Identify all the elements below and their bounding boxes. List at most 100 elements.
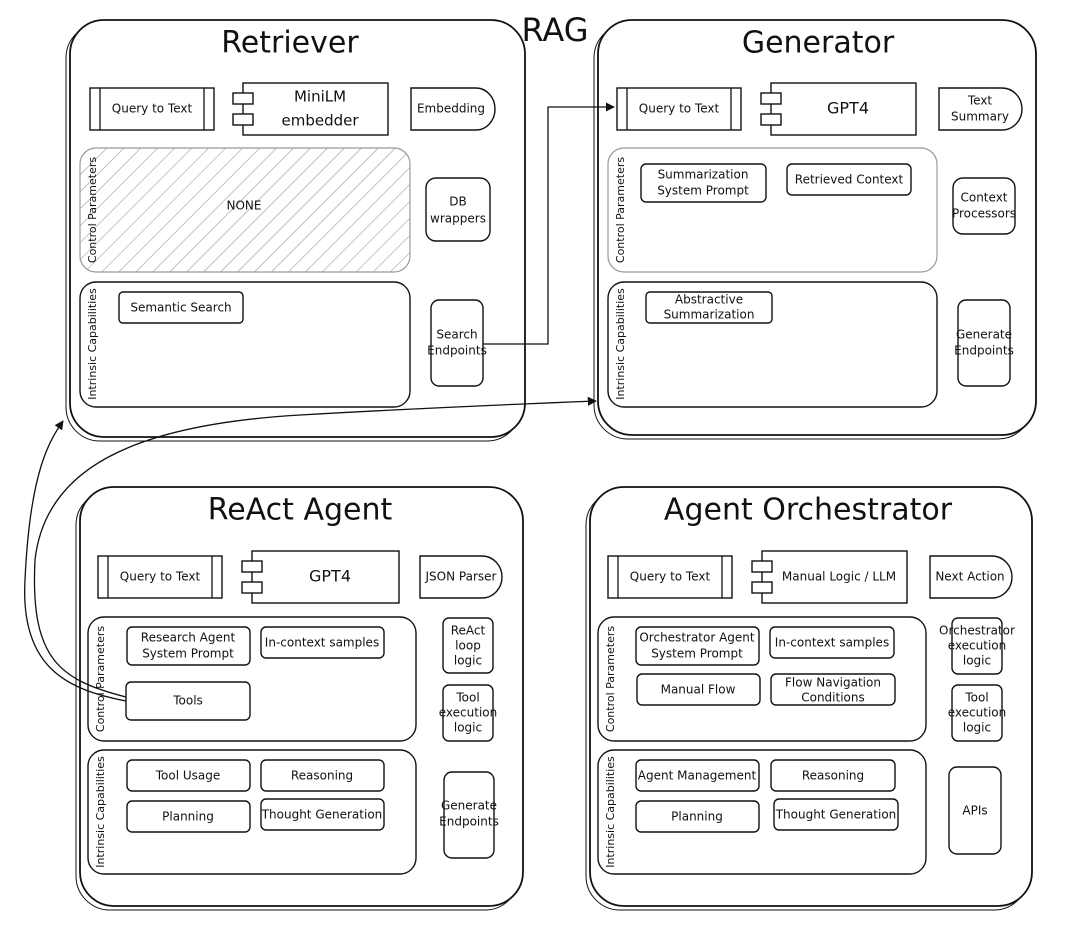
react-cap-planning: Planning <box>162 810 214 824</box>
react-intrinsic-section: Intrinsic Capabilities Tool Usage Reason… <box>87 749 417 875</box>
retriever-intrinsic-label: Intrinsic Capabilities <box>86 288 99 400</box>
orchestrator-exec2-line2: execution <box>948 706 1006 720</box>
react-agent-panel: ReAct Agent Query to Text GPT4 JSON Pars… <box>75 486 524 911</box>
react-prompt-line1: Research Agent <box>141 631 236 645</box>
react-control-label: Control Parameters <box>94 626 107 732</box>
react-input-label: Query to Text <box>120 570 201 584</box>
orchestrator-samples: In-context samples <box>775 636 889 650</box>
search-to-generator-arrow <box>483 102 615 345</box>
retriever-control-label: Control Parameters <box>86 157 99 263</box>
orchestrator-conditions-line1: Flow Navigation <box>785 676 881 690</box>
react-loop-logic: ReAct loop logic <box>442 617 494 674</box>
generator-processors-line1: Context <box>960 191 1007 205</box>
orchestrator-input-box: Query to Text <box>607 555 733 599</box>
react-tools: Tools <box>172 694 203 708</box>
retriever-output-label: Embedding <box>417 102 485 116</box>
generator-context-processors: Context Processors <box>952 177 1016 235</box>
retriever-control-none: NONE <box>227 199 262 213</box>
orchestrator-model-label: Manual Logic / LLM <box>782 570 896 584</box>
generator-prompt-line2: System Prompt <box>657 184 749 198</box>
retriever-intrinsic-section: Intrinsic Capabilities Semantic Search <box>79 281 411 408</box>
generator-context: Retrieved Context <box>795 173 904 187</box>
react-exec-line3: logic <box>454 721 482 735</box>
react-loop-line3: logic <box>454 654 482 668</box>
retriever-output-box: Embedding <box>410 87 496 131</box>
generator-endpoints-line2: Endpoints <box>954 344 1014 358</box>
retriever-endpoints-line2: Endpoints <box>427 344 487 358</box>
generator-panel: Generator Query to Text GPT4 Text Summar… <box>593 19 1037 440</box>
retriever-search-endpoints: Search Endpoints <box>427 299 487 387</box>
generator-title: Generator <box>742 26 895 61</box>
generator-endpoints-line1: Generate <box>956 328 1012 342</box>
generator-prompt-line1: Summarization <box>658 168 749 182</box>
react-cap-tool-usage: Tool Usage <box>155 769 221 783</box>
generator-capability-line1: Abstractive <box>675 293 743 307</box>
retriever-model-line2: embedder <box>281 112 359 130</box>
react-samples: In-context samples <box>265 636 379 650</box>
generator-output-box: Text Summary <box>938 87 1023 131</box>
orchestrator-exec1-line2: execution <box>948 639 1006 653</box>
react-cap-reasoning: Reasoning <box>291 769 353 783</box>
generator-intrinsic-section: Intrinsic Capabilities Abstractive Summa… <box>607 281 938 408</box>
orchestrator-apis-label: APIs <box>962 804 987 818</box>
retriever-model-component: MiniLM embedder <box>232 82 389 136</box>
retriever-control-section: Control Parameters NONE <box>79 147 411 273</box>
generator-input-box: Query to Text <box>616 87 742 131</box>
retriever-input-box: Query to Text <box>89 87 215 131</box>
retriever-model-line1: MiniLM <box>294 88 346 106</box>
orchestrator-control-section: Control Parameters Orchestrator Agent Sy… <box>597 616 927 742</box>
orchestrator-conditions-line2: Conditions <box>801 691 865 705</box>
react-endpoints-line1: Generate <box>441 799 497 813</box>
orchestrator-title: Agent Orchestrator <box>664 493 953 528</box>
generator-capability-line2: Summarization <box>664 308 755 322</box>
generator-control-section: Control Parameters Summarization System … <box>607 147 938 273</box>
retriever-capability: Semantic Search <box>130 301 231 315</box>
orchestrator-control-label: Control Parameters <box>604 626 617 732</box>
generator-control-label: Control Parameters <box>614 157 627 263</box>
generator-output-line2: Summary <box>951 110 1009 124</box>
react-exec-line2: execution <box>439 706 497 720</box>
react-loop-line1: ReAct <box>451 624 486 638</box>
retriever-input-label: Query to Text <box>112 102 193 116</box>
retriever-db-wrappers: DB wrappers <box>425 177 491 242</box>
react-model-label: GPT4 <box>309 567 351 586</box>
react-cap-thought: Thought Generation <box>261 808 383 822</box>
tools-to-generator-arrow <box>33 396 597 698</box>
react-loop-line2: loop <box>455 639 481 653</box>
orchestrator-flow: Manual Flow <box>661 683 736 697</box>
tools-to-retriever-arrow <box>24 420 127 702</box>
orchestrator-exec1-line1: Orchestrator <box>939 624 1015 638</box>
react-endpoints-line2: Endpoints <box>439 815 499 829</box>
orchestrator-exec1-line3: logic <box>963 654 991 668</box>
orchestrator-cap-planning: Planning <box>671 810 723 824</box>
generator-processors-line2: Processors <box>952 207 1016 221</box>
react-prompt-line2: System Prompt <box>142 647 234 661</box>
react-control-section: Control Parameters Research Agent System… <box>87 616 417 742</box>
retriever-wrapper-line2: wrappers <box>430 212 486 226</box>
orchestrator-input-label: Query to Text <box>630 570 711 584</box>
retriever-wrapper-line1: DB <box>449 195 466 209</box>
react-title: ReAct Agent <box>208 493 393 528</box>
react-generate-endpoints: Generate Endpoints <box>439 771 499 859</box>
generator-generate-endpoints: Generate Endpoints <box>954 299 1014 387</box>
orchestrator-model-component: Manual Logic / LLM <box>751 550 908 604</box>
orchestrator-intrinsic-section: Intrinsic Capabilities Agent Management … <box>597 749 927 875</box>
retriever-panel: Retriever Query to Text MiniLM embedder … <box>65 19 526 442</box>
react-model-component: GPT4 <box>241 550 400 604</box>
generator-model-label: GPT4 <box>827 99 869 118</box>
generator-model-component: GPT4 <box>760 82 917 136</box>
orchestrator-panel: Agent Orchestrator Query to Text Manual … <box>585 486 1033 911</box>
react-input-box: Query to Text <box>97 555 223 599</box>
orchestrator-cap-thought: Thought Generation <box>775 808 897 822</box>
react-exec-line1: Tool <box>455 691 479 705</box>
orchestrator-cap-reasoning: Reasoning <box>802 769 864 783</box>
react-intrinsic-label: Intrinsic Capabilities <box>94 756 107 868</box>
generator-output-line1: Text <box>967 94 993 108</box>
orchestrator-intrinsic-label: Intrinsic Capabilities <box>604 756 617 868</box>
orchestrator-output-box: Next Action <box>929 555 1013 599</box>
orchestrator-output-label: Next Action <box>935 570 1004 584</box>
orchestrator-execution-logic: Orchestrator execution logic <box>939 617 1015 675</box>
orchestrator-exec2-line1: Tool <box>964 691 988 705</box>
orchestrator-prompt-line2: System Prompt <box>651 647 743 661</box>
